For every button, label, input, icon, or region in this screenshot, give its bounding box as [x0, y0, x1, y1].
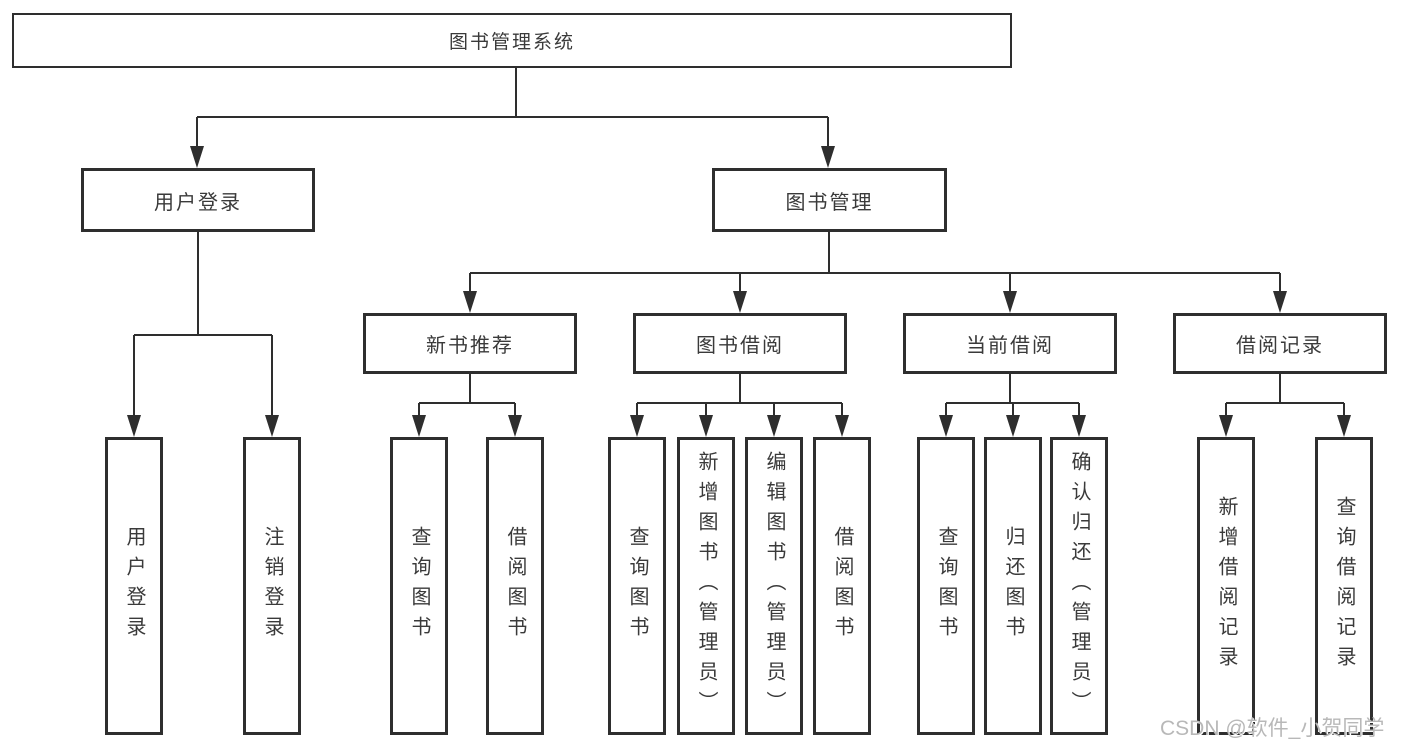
leaf-confirm-return-admin: 确认归还（管理员） — [1050, 437, 1108, 735]
watermark: CSDN @软件_小贺同学 — [1160, 717, 1385, 740]
node-label: 查询图书 — [408, 526, 430, 646]
node-label: 查询借阅记录 — [1333, 496, 1355, 676]
node-label: 借阅图书 — [504, 526, 526, 646]
node-label: 用户登录 — [123, 526, 145, 646]
leaf-return-book: 归还图书 — [984, 437, 1042, 735]
node-label: 归还图书 — [1002, 526, 1024, 646]
node-user-login: 用户登录 — [81, 168, 315, 232]
leaf-borrow-book-recommend: 借阅图书 — [486, 437, 544, 735]
leaf-query-book-borrow: 查询图书 — [608, 437, 666, 735]
node-label: 新增借阅记录 — [1215, 496, 1237, 676]
leaf-add-borrow-record: 新增借阅记录 — [1197, 437, 1255, 735]
node-book-management: 图书管理 — [712, 168, 947, 232]
node-new-book-recommend: 新书推荐 — [363, 313, 577, 374]
leaf-query-book-recommend: 查询图书 — [390, 437, 448, 735]
node-borrow-records: 借阅记录 — [1173, 313, 1387, 374]
leaf-user-login: 用户登录 — [105, 437, 163, 735]
node-label: 图书借阅 — [696, 335, 784, 357]
node-label: 借阅记录 — [1236, 335, 1324, 357]
node-label: 图书管理系统 — [448, 32, 575, 53]
leaf-logout: 注销登录 — [243, 437, 301, 735]
node-label: 图书管理 — [785, 191, 874, 214]
node-label: 查询图书 — [935, 526, 957, 646]
node-root: 图书管理系统 — [12, 13, 1012, 68]
node-label: 编辑图书（管理员） — [763, 451, 785, 721]
node-current-borrow: 当前借阅 — [903, 313, 1117, 374]
node-label: 确认归还（管理员） — [1068, 451, 1090, 721]
node-label: 借阅图书 — [831, 526, 853, 646]
node-book-borrow: 图书借阅 — [633, 313, 847, 374]
leaf-add-book-admin: 新增图书（管理员） — [677, 437, 735, 735]
node-label: 用户登录 — [154, 191, 242, 214]
connector-path — [133, 68, 1345, 419]
leaf-edit-book-admin: 编辑图书（管理员） — [745, 437, 803, 735]
leaf-borrow-book: 借阅图书 — [813, 437, 871, 735]
leaf-query-book-current: 查询图书 — [917, 437, 975, 735]
node-label: 新书推荐 — [426, 335, 514, 357]
node-label: 新增图书（管理员） — [695, 451, 717, 721]
node-label: 注销登录 — [261, 526, 283, 646]
node-label: 查询图书 — [626, 526, 648, 646]
node-label: 当前借阅 — [966, 335, 1054, 357]
arrowhead-icon — [127, 146, 1351, 437]
leaf-query-borrow-record: 查询借阅记录 — [1315, 437, 1373, 735]
